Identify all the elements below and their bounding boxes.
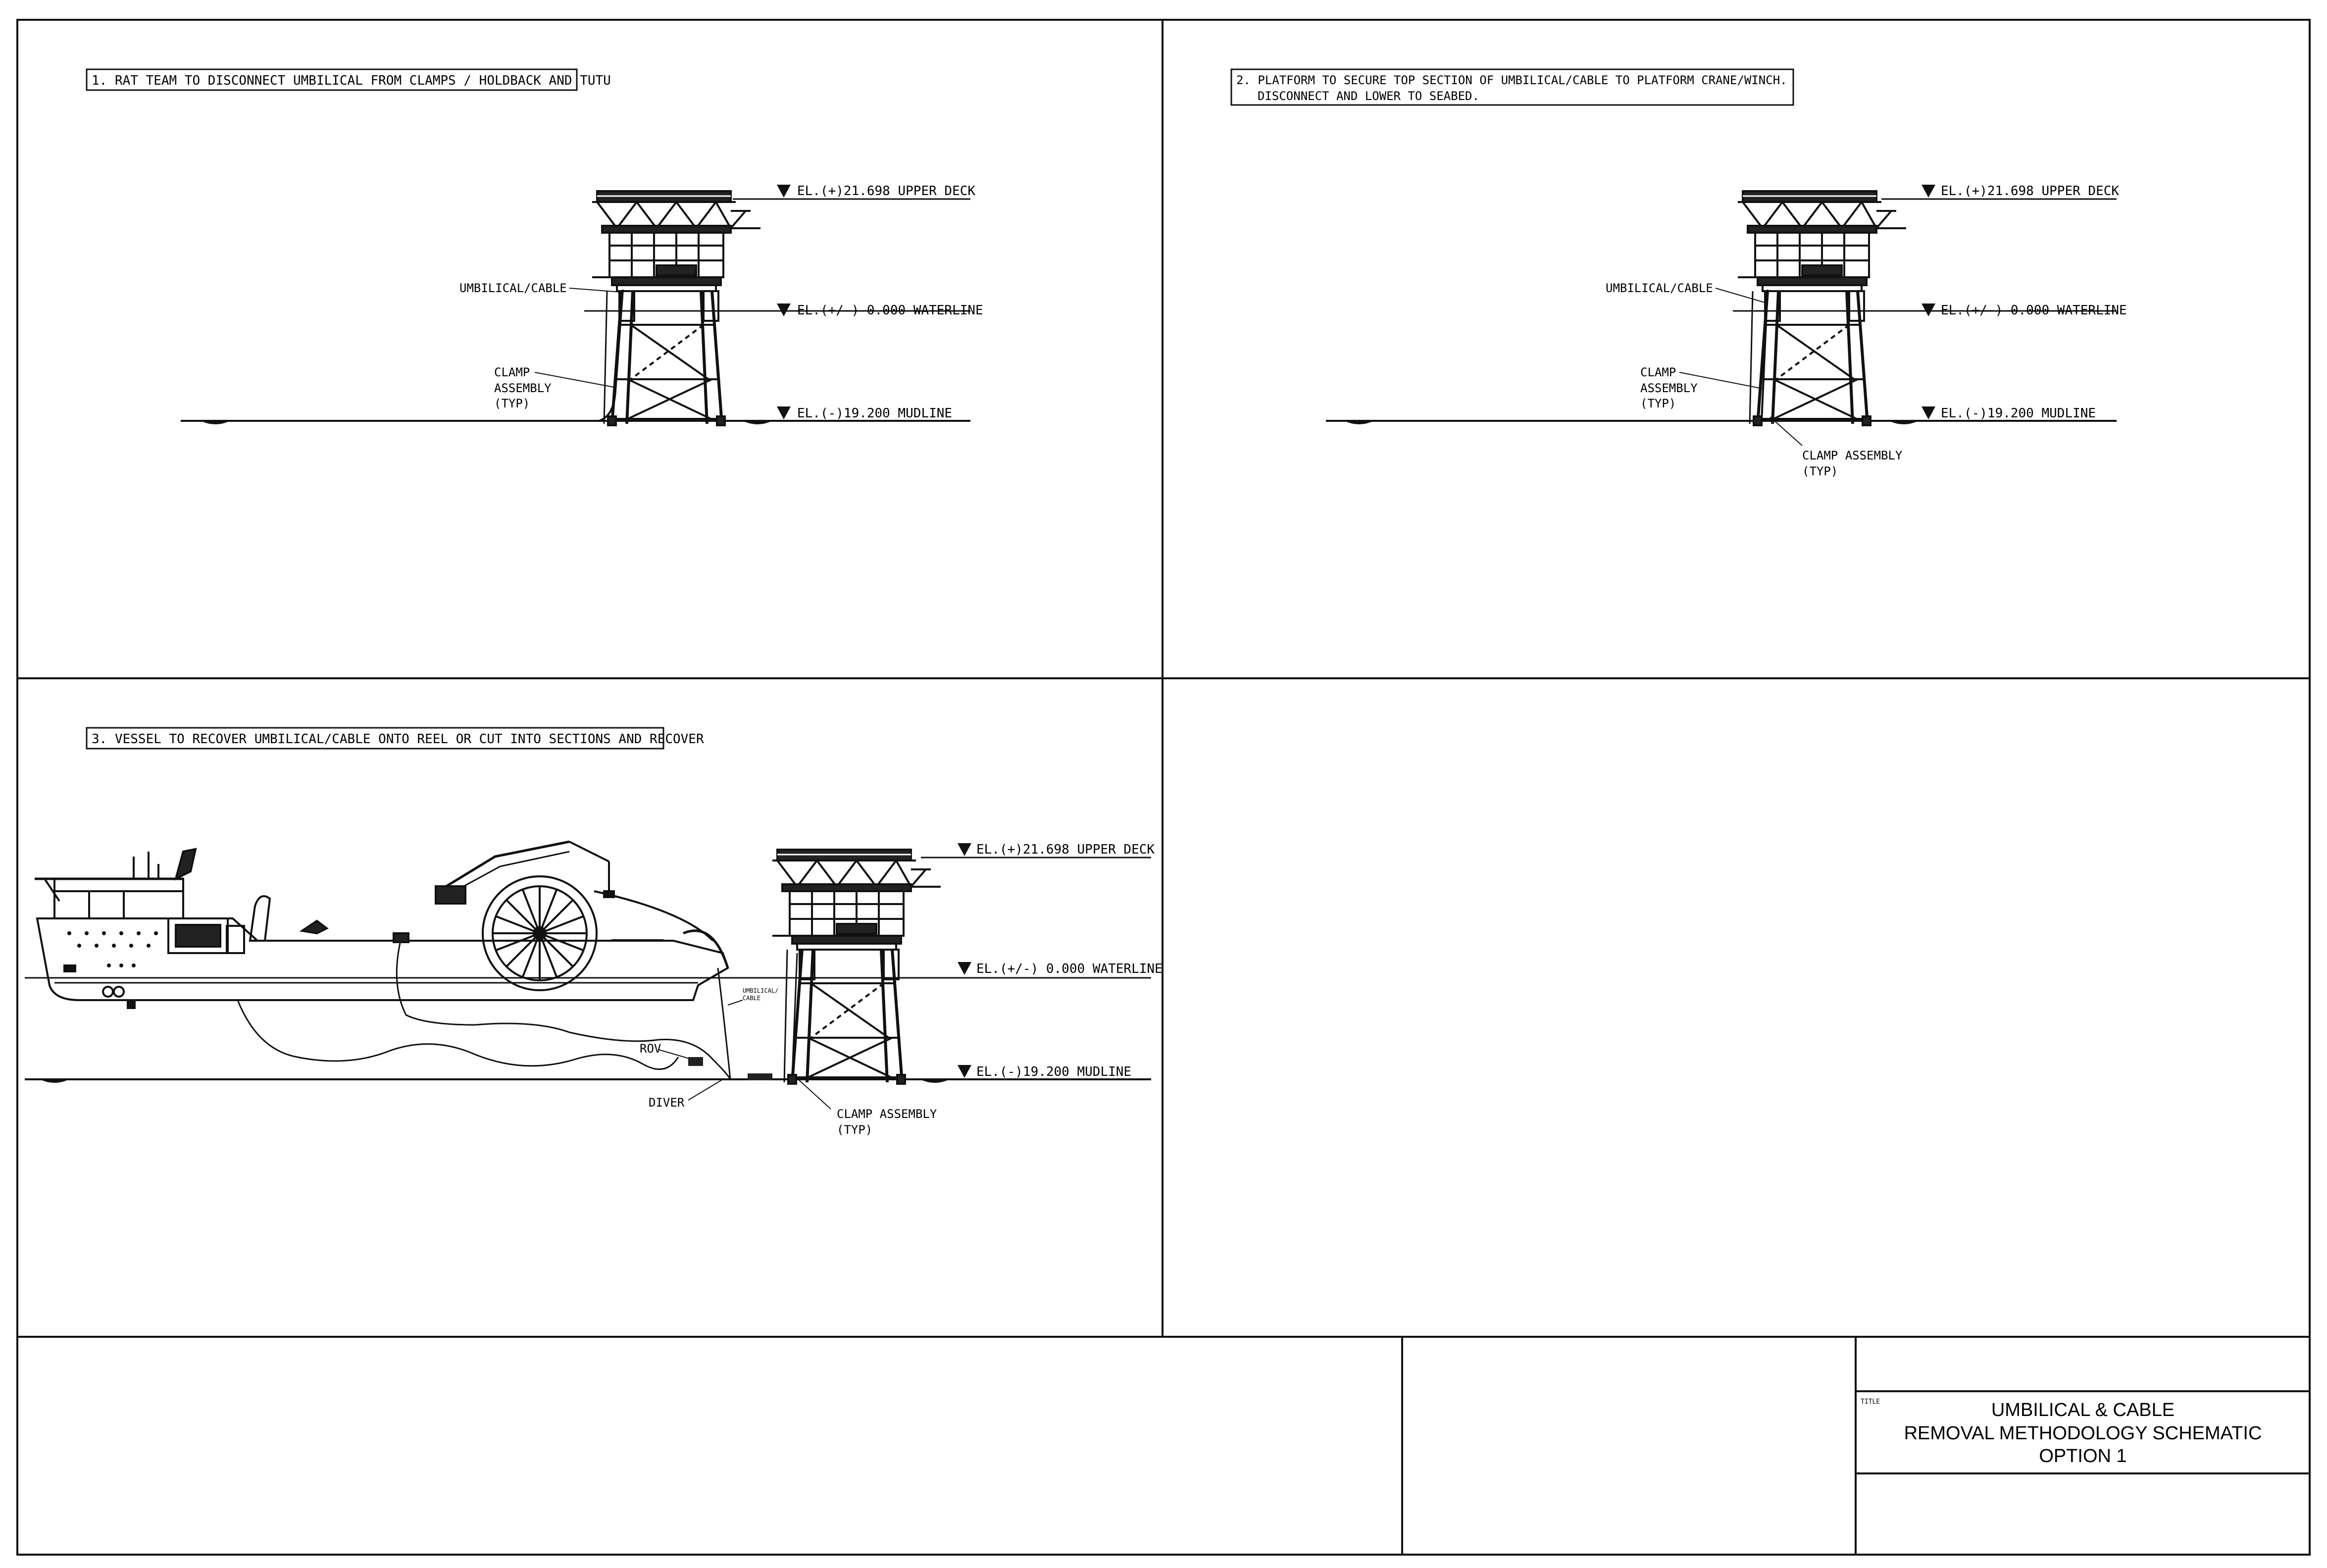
panel-1-umbilical-label: UMBILICAL/CABLE (459, 281, 567, 295)
panel-3-umbilical-small-1: UMBILICAL/ (743, 987, 778, 994)
title-line-2: REMOVAL METHODOLOGY SCHEMATIC (1904, 1423, 2262, 1444)
panel-2-clamp-lower-1: CLAMP ASSEMBLY (1802, 449, 1903, 462)
panel-1-clamp-label-1: CLAMP (494, 365, 530, 379)
panel-2-umbilical-riser (1761, 289, 1769, 421)
panel-2-elev-mud: EL.(-)19.200 MUDLINE (1941, 406, 2096, 421)
panel-3-clamp-lower-2: (TYP) (837, 1123, 872, 1137)
title-line-1: UMBILICAL & CABLE (1991, 1400, 2175, 1420)
panel-2-clamp-label-3: (TYP) (1640, 397, 1676, 410)
panel-2-clamp-label-2: ASSEMBLY (1640, 381, 1698, 395)
title-block-label: TITLE (1861, 1398, 1880, 1406)
panel-1: 1. RAT TEAM TO DISCONNECT UMBILICAL FROM… (86, 68, 983, 425)
panel-2-elev-water: EL.(+/-) 0.000 WATERLINE (1941, 303, 2127, 318)
panel-3-elev-water: EL.(+/-) 0.000 WATERLINE (976, 961, 1163, 976)
panel-2-clamp-lower-2: (TYP) (1802, 464, 1838, 478)
panel-1-note-box (86, 68, 578, 91)
vessel (35, 840, 729, 1009)
panel-3-elev-mud: EL.(-)19.200 MUDLINE (976, 1064, 1131, 1079)
panel-2-elev-deck: EL.(+)21.698 UPPER DECK (1941, 184, 2119, 199)
panel-1-note: 1. RAT TEAM TO DISCONNECT UMBILICAL FROM… (92, 73, 611, 88)
title-block: TITLE UMBILICAL & CABLE REMOVAL METHODOL… (1861, 1398, 2262, 1467)
panel-3-clamp-lower-1: CLAMP ASSEMBLY (837, 1107, 937, 1121)
panel-3-umbilical-small-2: CABLE (743, 995, 760, 1002)
panel-1-clamp-label-2: ASSEMBLY (494, 381, 552, 395)
panel-3-rov-label: ROV (640, 1042, 661, 1056)
panel-3-umbilical-lines (237, 943, 798, 1080)
title-line-3: OPTION 1 (2039, 1446, 2126, 1467)
panel-3: 3. VESSEL TO RECOVER UMBILICAL/CABLE ONT… (25, 727, 1163, 1137)
panel-1-elev-water: EL.(+/-) 0.000 WATERLINE (797, 303, 983, 318)
panel-2-umbilical-label: UMBILICAL/CABLE (1606, 281, 1713, 295)
panel-3-diver-label: DIVER (649, 1096, 685, 1110)
panel-2: 2. PLATFORM TO SECURE TOP SECTION OF UMB… (1230, 68, 2127, 478)
panel-2-note-box (1230, 68, 1794, 106)
clamp-object (748, 1073, 772, 1080)
panel-2-note-line-2: DISCONNECT AND LOWER TO SEABED. (1258, 89, 1479, 103)
panel-1-clamp-label-3: (TYP) (494, 397, 530, 410)
panel-3-note-box (86, 727, 664, 750)
panel-1-umbilical-riser (599, 289, 624, 422)
panel-3-elev-deck: EL.(+)21.698 UPPER DECK (976, 842, 1155, 857)
panel-1-elev-deck: EL.(+)21.698 UPPER DECK (797, 184, 975, 199)
panel-2-clamp-label-1: CLAMP (1640, 365, 1676, 379)
panel-1-elev-mud: EL.(-)19.200 MUDLINE (797, 406, 952, 421)
rov-icon (688, 1057, 703, 1066)
panel-2-note-line-1: 2. PLATFORM TO SECURE TOP SECTION OF UMB… (1236, 73, 1787, 87)
sheet-frame (16, 19, 2311, 1556)
panel-3-note: 3. VESSEL TO RECOVER UMBILICAL/CABLE ONT… (92, 732, 704, 747)
